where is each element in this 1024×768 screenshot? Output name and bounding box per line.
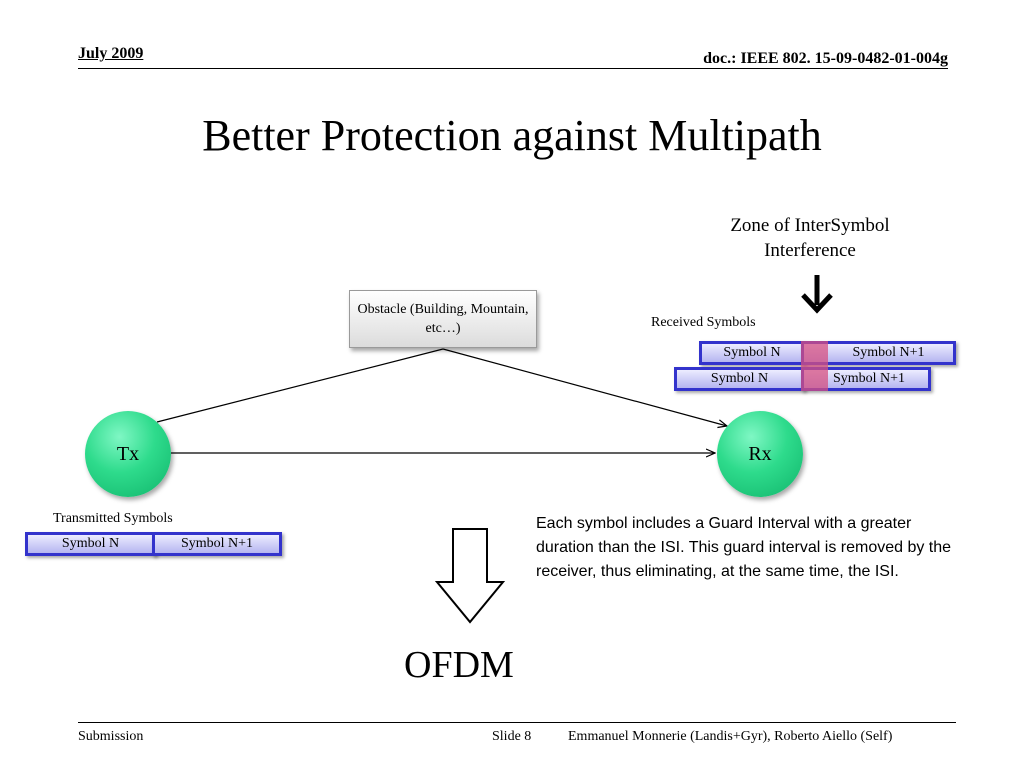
- isi-zone-highlight: [801, 341, 828, 391]
- isi-arrow-icon: [801, 275, 833, 314]
- down-arrow-icon: [434, 528, 506, 624]
- header-date: July 2009: [78, 45, 144, 62]
- header-divider: [78, 68, 948, 69]
- footer-authors: Emmanuel Monnerie (Landis+Gyr), Roberto …: [568, 729, 893, 744]
- received-symbols-caption: Received Symbols: [651, 315, 756, 330]
- transmitted-symbols-caption: Transmitted Symbols: [53, 511, 173, 526]
- header-doc-id: doc.: IEEE 802. 15-09-0482-01-004g: [703, 50, 948, 67]
- transmitted-symbol-n: Symbol N: [25, 532, 156, 556]
- reflected-path-to-rx: [442, 348, 727, 426]
- received-symbol-n-1: Symbol N: [699, 341, 805, 365]
- isi-zone-label: Zone of InterSymbol Interference: [730, 215, 890, 261]
- rx-node: Rx: [717, 411, 803, 497]
- slide-title: Better Protection against Multipath: [202, 111, 822, 160]
- obstacle-box: Obstacle (Building, Mountain, etc…): [349, 290, 537, 348]
- ofdm-label: OFDM: [404, 644, 514, 686]
- footer-submission: Submission: [78, 729, 144, 744]
- reflected-path-to-obstacle: [156, 348, 444, 423]
- footer-divider: [78, 722, 956, 723]
- guard-interval-description: Each symbol includes a Guard Interval wi…: [536, 515, 952, 580]
- footer-slide-number: Slide 8: [492, 729, 532, 744]
- received-symbol-n-2: Symbol N: [674, 367, 805, 391]
- tx-node: Tx: [85, 411, 171, 497]
- transmitted-symbol-n-plus-1: Symbol N+1: [152, 532, 282, 556]
